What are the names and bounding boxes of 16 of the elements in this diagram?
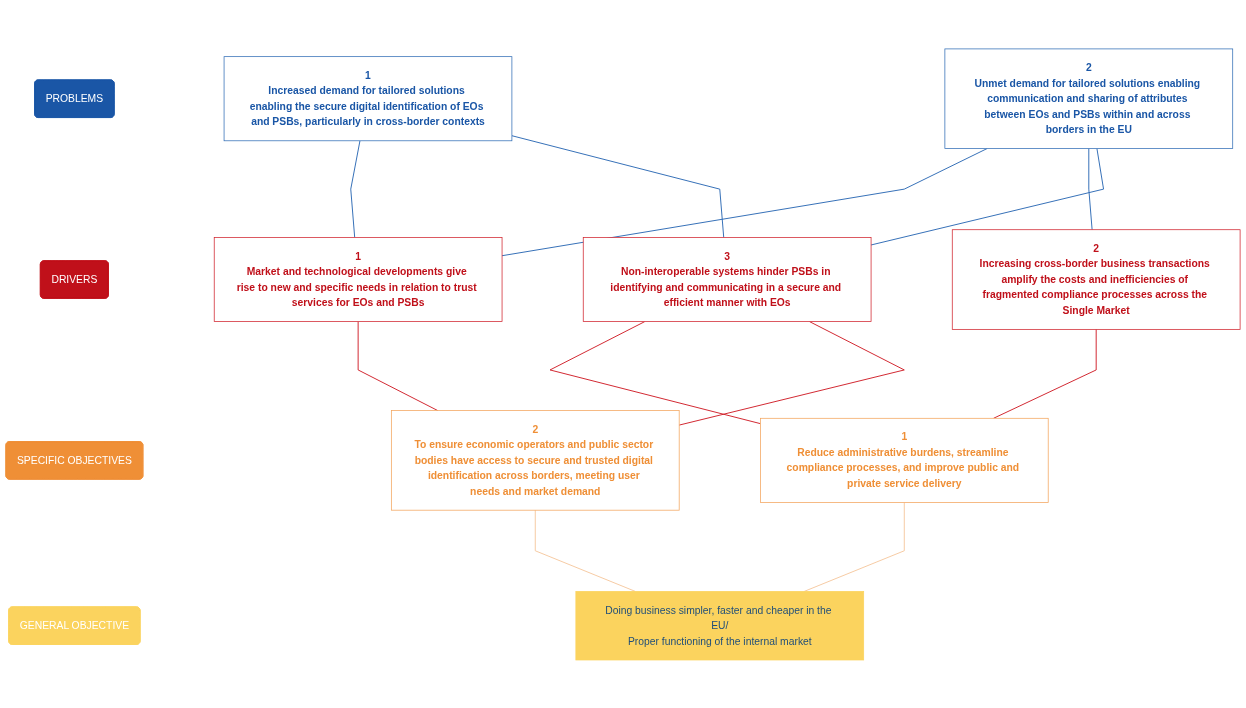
node-box: 3 Non-interoperable systems hinder PSBs in identifying and communicating in a secure and efficient manner with EOs: [582, 236, 872, 322]
node-box: 2 Increasing cross-border business transactions amplify the costs and inefficiencies of fragmented compliance processes across the Single Market: [951, 228, 1241, 330]
connector: [678, 320, 905, 426]
node-box: 1 Reduce administrative burdens, streamline compliance processes, and improve public and private service delivery: [760, 417, 1049, 503]
connector: [870, 147, 1105, 245]
connector: [357, 320, 439, 411]
node-box: 2 To ensure economic operators and public sector bodies have access to secure and trusted digital identification across borders, meeting user needs and market demand: [391, 409, 680, 511]
node-box: 1 Increased demand for tailored solutions enabling the secure digital identification of EOs and PSBs, particularly in cross-border contexts: [223, 55, 513, 141]
node-box: 1 Market and technological developments give rise to new and specific needs in relation to trust services for EOs and PSBs: [213, 236, 503, 322]
node-box: Doing business simpler, faster and cheaper in the EU/ Proper functioning of the internal market: [575, 590, 865, 660]
connector: [549, 320, 761, 424]
connector: [1088, 147, 1093, 230]
connector: [350, 139, 361, 238]
node-box: 2 Unmet demand for tailored solutions enabling communication and sharing of attributes between EOs and PSBs within and across borders in the EU: [944, 48, 1234, 149]
connector: [511, 134, 725, 238]
connector: [501, 147, 988, 256]
